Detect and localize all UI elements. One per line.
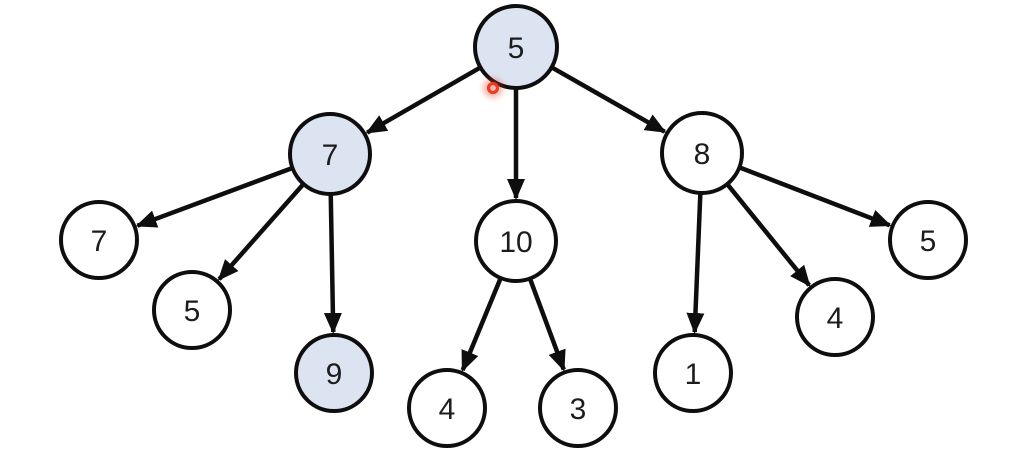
click-indicator-ring xyxy=(486,81,500,95)
tree-edge-root5-to-n7 xyxy=(365,64,483,135)
tree-edges xyxy=(135,64,892,372)
tree-edge-n7-to-l9 xyxy=(323,192,342,335)
tree-edge-n7-to-l5 xyxy=(217,181,306,281)
tree-node-n7: 7 xyxy=(288,112,372,196)
tree-node-circle xyxy=(59,200,139,280)
tree-node-label: 5 xyxy=(920,225,937,258)
tree-node-r5: 5 xyxy=(888,200,968,280)
tree-edge-root5-to-n8 xyxy=(549,64,667,134)
tree-node-circle xyxy=(538,368,618,448)
tree-node-label: 9 xyxy=(326,358,343,391)
tree-nodes: 5 7 10 8 7 5 9 4 3 1 4 5 xyxy=(59,4,968,448)
tree-node-circle xyxy=(888,200,968,280)
tree-node-n8: 8 xyxy=(660,111,744,195)
tree-node-m4: 4 xyxy=(407,368,487,448)
tree-node-circle xyxy=(407,368,487,448)
tree-node-l7: 7 xyxy=(59,200,139,280)
tree-node-label: 7 xyxy=(91,225,108,258)
tree-node-m3: 3 xyxy=(538,368,618,448)
tree-node-label: 10 xyxy=(499,226,532,259)
tree-node-circle xyxy=(473,4,559,90)
tree-node-circle xyxy=(795,277,875,357)
tree-node-circle xyxy=(152,270,232,350)
tree-edge-n8-to-r1 xyxy=(686,191,705,335)
tree-node-circle xyxy=(660,111,744,195)
tree-edge-n8-to-r4 xyxy=(724,181,811,287)
tree-node-circle xyxy=(653,333,733,413)
tree-edge-n8-to-r5 xyxy=(737,164,892,228)
tree-edge-n7-to-l7 xyxy=(135,165,295,228)
click-indicator xyxy=(483,78,503,98)
tree-node-label: 8 xyxy=(694,138,711,171)
tree-node-root5: 5 xyxy=(473,4,559,90)
tree-node-circle xyxy=(474,199,558,283)
tree-node-label: 7 xyxy=(322,139,339,172)
tree-node-l9: 9 xyxy=(294,333,374,413)
tree-edge-n10-to-m3 xyxy=(527,276,566,372)
tree-node-n10: 10 xyxy=(474,199,558,283)
tree-edge-n10-to-m4 xyxy=(460,276,504,372)
tree-node-label: 1 xyxy=(685,358,702,391)
tree-node-circle xyxy=(288,112,372,196)
tree-node-r4: 4 xyxy=(795,277,875,357)
tree-node-label: 3 xyxy=(570,393,587,426)
tree-node-circle xyxy=(294,333,374,413)
tree-node-label: 5 xyxy=(508,32,525,65)
tree-node-label: 4 xyxy=(439,393,456,426)
tree-node-l5: 5 xyxy=(152,270,232,350)
tree-node-label: 4 xyxy=(827,302,844,335)
tree-node-r1: 1 xyxy=(653,333,733,413)
tree-node-label: 5 xyxy=(184,295,201,328)
click-indicator-glow xyxy=(483,78,503,98)
